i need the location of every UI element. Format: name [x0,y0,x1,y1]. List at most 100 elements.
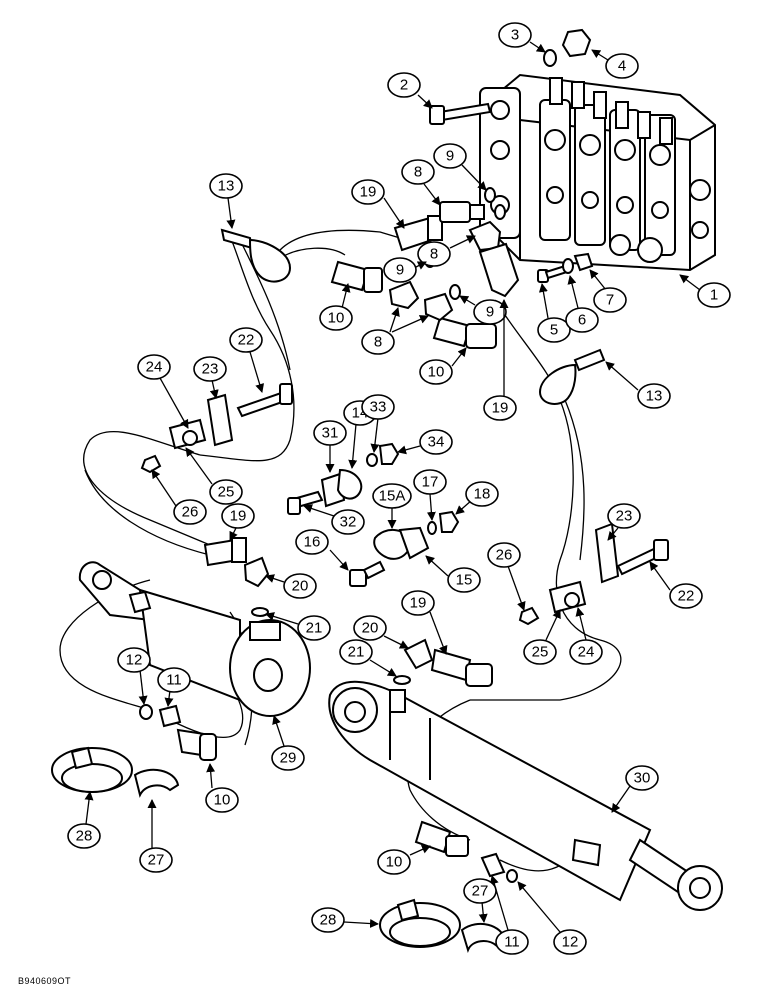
callout-13-b: 13 [605,361,671,409]
svg-text:28: 28 [76,828,93,845]
svg-text:24: 24 [578,644,595,661]
callout-12-a: 12 [117,647,151,705]
svg-text:6: 6 [578,312,586,329]
callout-27-a: 27 [139,799,173,873]
hose-clamp-part-28-right [379,898,461,948]
callout-17: 17 [413,469,447,521]
svg-text:31: 31 [322,425,339,442]
callout-25-b: 25 [523,609,561,665]
svg-text:13: 13 [218,178,235,195]
fittings-upper [330,187,520,349]
callout-3: 3 [498,22,546,53]
svg-text:19: 19 [492,400,509,417]
cylinder-part-29 [78,561,311,717]
svg-text:16: 16 [304,534,321,551]
callout-18: 18 [455,481,499,515]
svg-text:20: 20 [292,578,309,595]
center-clamp-parts [287,442,460,587]
callout-15: 15 [425,555,481,593]
callout-34: 34 [397,429,453,455]
svg-text:2: 2 [400,77,408,94]
svg-text:30: 30 [634,770,651,787]
svg-text:7: 7 [606,292,614,309]
callout-11-b: 11 [489,875,529,955]
callout-13-a: 13 [209,173,243,229]
svg-text:27: 27 [472,883,489,900]
svg-text:26: 26 [496,547,513,564]
svg-text:11: 11 [166,672,182,689]
bracket-assembly-left [140,383,293,474]
svg-text:1: 1 [710,287,718,304]
hose-clamp-part-13-left [220,228,292,283]
svg-text:3: 3 [511,27,519,44]
callout-23-b: 23 [607,503,641,541]
callout-31: 31 [313,420,347,473]
callout-6: 6 [565,275,599,333]
callout-8-a: 8 [401,159,441,206]
saddle-part-27-left [133,768,180,798]
figure-reference-code: B940609OT [18,976,72,986]
callout-28-a: 28 [67,791,101,849]
svg-text:8: 8 [374,334,382,351]
callout-22-a: 22 [229,327,265,393]
callout-27-b: 27 [463,878,497,923]
valve-plungers [549,77,673,145]
callout-20-b: 20 [353,615,409,649]
svg-text:34: 34 [428,434,445,451]
washer-part-3 [543,49,557,67]
bracket-assembly-right [518,522,669,626]
callout-10-d: 10 [377,845,431,875]
callout-23-a: 23 [193,356,227,399]
hose-clamp-part-13-right [538,348,606,405]
washer-part-6 [562,258,574,274]
callout-15A: 15A [372,483,412,529]
callout-26-a: 26 [151,469,207,525]
svg-text:18: 18 [474,486,491,503]
callout-11-a: 11 [157,667,191,707]
nut-part-4 [561,28,592,58]
fittings-middle [203,537,493,687]
callout-7: 7 [589,269,627,313]
svg-text:12: 12 [126,652,143,669]
svg-text:5: 5 [550,322,558,339]
callout-33: 33 [361,394,395,453]
svg-text:9: 9 [446,148,454,165]
svg-text:15: 15 [456,572,473,589]
svg-text:9: 9 [486,304,494,321]
callout-20-a: 20 [265,573,317,599]
svg-text:27: 27 [148,852,165,869]
svg-text:28: 28 [320,912,337,929]
svg-text:26: 26 [182,504,199,521]
callout-9-a: 9 [433,143,487,191]
svg-text:23: 23 [202,361,219,378]
control-valve-body [479,73,716,272]
hose-clamp-part-28-left [51,746,133,793]
svg-text:4: 4 [618,58,626,75]
svg-text:22: 22 [238,332,255,349]
callout-10-a: 10 [319,283,353,331]
callout-9-b: 9 [383,257,427,283]
svg-text:12: 12 [562,934,579,951]
svg-text:10: 10 [428,364,445,381]
callout-9-c: 9 [459,295,507,325]
fittings-lower [139,704,518,883]
svg-text:10: 10 [328,310,345,327]
svg-text:19: 19 [230,508,247,525]
callout-25-a: 25 [185,447,243,505]
callouts: 1 2 3 4 5 6 7 8 8 8 9 9 9 10 10 10 10 11… [67,22,731,955]
callout-8-b: 8 [417,235,476,267]
svg-text:21: 21 [306,620,323,637]
callout-10-b: 10 [419,347,467,385]
svg-text:21: 21 [348,644,365,661]
callout-24-b: 24 [569,607,603,665]
callout-10-c: 10 [205,763,239,813]
svg-text:17: 17 [422,474,439,491]
callout-19-a: 19 [351,179,405,229]
valve-spool-sections [539,99,676,256]
svg-text:32: 32 [340,514,357,531]
callout-4: 4 [591,49,639,79]
svg-text:33: 33 [370,399,387,416]
callout-2: 2 [387,72,433,109]
svg-text:10: 10 [214,792,231,809]
svg-text:8: 8 [430,246,438,263]
